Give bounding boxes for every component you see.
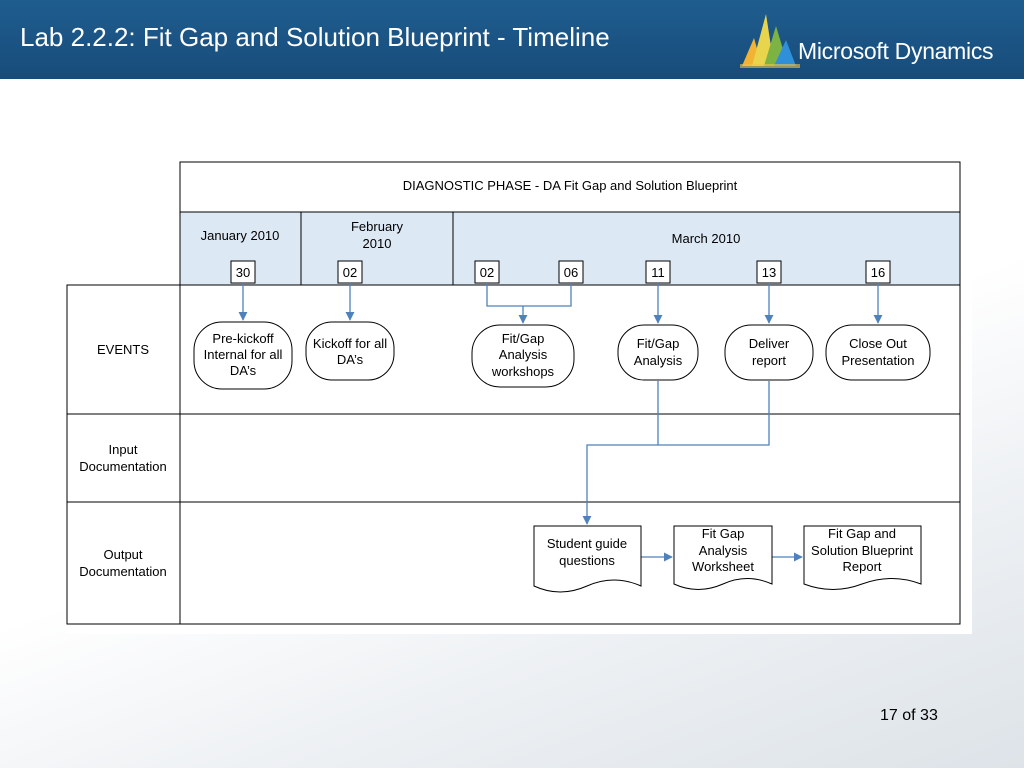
svg-text:Report: Report xyxy=(842,559,881,574)
month-january: January 2010 xyxy=(201,228,280,243)
svg-text:Pre-kickoff: Pre-kickoff xyxy=(212,331,274,346)
doc-fitgap-worksheet: Fit Gap Analysis Worksheet xyxy=(673,525,773,590)
month-march: March 2010 xyxy=(672,231,741,246)
page-number: 17 of 33 xyxy=(880,707,938,725)
event-fitgap-workshops: Fit/Gap Analysis workshops xyxy=(471,324,575,388)
svg-text:13: 13 xyxy=(762,265,776,280)
svg-text:30: 30 xyxy=(236,265,250,280)
event-fitgap-analysis: Fit/Gap Analysis xyxy=(617,324,699,381)
date-box-06: 06 xyxy=(558,260,584,284)
lane-label-input-line2: Documentation xyxy=(79,459,166,474)
svg-text:Analysis: Analysis xyxy=(634,353,683,368)
svg-text:Internal for all: Internal for all xyxy=(204,347,283,362)
svg-text:Kickoff for all: Kickoff for all xyxy=(313,336,387,351)
svg-text:Worksheet: Worksheet xyxy=(692,559,754,574)
lane-label-events: EVENTS xyxy=(97,342,149,357)
svg-text:Fit Gap and: Fit Gap and xyxy=(828,526,896,541)
lane-label-output-line2: Documentation xyxy=(79,564,166,579)
svg-text:DA’s: DA’s xyxy=(230,363,257,378)
svg-text:report: report xyxy=(752,353,786,368)
date-box-02-mar: 02 xyxy=(474,260,500,284)
month-february-line1: February xyxy=(351,219,404,234)
month-february-line2: 2010 xyxy=(363,236,392,251)
date-box-30: 30 xyxy=(230,260,256,284)
svg-text:11: 11 xyxy=(651,265,665,280)
date-box-16: 16 xyxy=(865,260,891,284)
doc-blueprint-report: Fit Gap and Solution Blueprint Report xyxy=(803,525,922,590)
brand-name: Microsoft Dynamics xyxy=(798,38,994,64)
svg-text:DA’s: DA’s xyxy=(337,352,364,367)
dynamics-logo-icon xyxy=(740,14,800,68)
svg-text:Presentation: Presentation xyxy=(842,353,915,368)
svg-text:Close Out: Close Out xyxy=(849,336,907,351)
svg-text:Analysis: Analysis xyxy=(699,543,748,558)
svg-text:questions: questions xyxy=(559,553,615,568)
event-deliver-report: Deliver report xyxy=(724,324,814,381)
phase-title: DIAGNOSTIC PHASE - DA Fit Gap and Soluti… xyxy=(403,178,738,193)
event-kickoff: Kickoff for all DA’s xyxy=(305,321,395,381)
svg-text:Fit Gap: Fit Gap xyxy=(702,526,745,541)
svg-text:Solution Blueprint: Solution Blueprint xyxy=(811,543,913,558)
date-box-13: 13 xyxy=(756,260,782,284)
doc-student-guide: Student guide questions xyxy=(533,525,642,593)
page-total: 33 xyxy=(920,707,938,724)
page-current: 17 xyxy=(880,707,898,724)
svg-text:Deliver: Deliver xyxy=(749,336,790,351)
svg-text:02: 02 xyxy=(343,265,357,280)
page-of-label: of xyxy=(902,707,916,724)
lane-label-output-line1: Output xyxy=(103,547,142,562)
svg-text:Student guide: Student guide xyxy=(547,536,627,551)
svg-text:Fit/Gap: Fit/Gap xyxy=(502,331,545,346)
event-close-out: Close Out Presentation xyxy=(825,324,931,381)
brand-logo: Microsoft Dynamics xyxy=(740,8,1015,72)
slide-title: Lab 2.2.2: Fit Gap and Solution Blueprin… xyxy=(20,22,610,52)
date-box-11: 11 xyxy=(645,260,671,284)
svg-text:Analysis: Analysis xyxy=(499,347,548,362)
event-pre-kickoff: Pre-kickoff Internal for all DA’s xyxy=(193,321,293,390)
swimlane-frame xyxy=(66,284,961,625)
svg-text:Fit/Gap: Fit/Gap xyxy=(637,336,680,351)
date-box-02-feb: 02 xyxy=(337,260,363,284)
svg-text:06: 06 xyxy=(564,265,578,280)
svg-text:16: 16 xyxy=(871,265,885,280)
svg-text:workshops: workshops xyxy=(491,364,555,379)
svg-text:02: 02 xyxy=(480,265,494,280)
slide-header: Lab 2.2.2: Fit Gap and Solution Blueprin… xyxy=(0,0,1024,79)
lane-label-input-line1: Input xyxy=(109,442,138,457)
